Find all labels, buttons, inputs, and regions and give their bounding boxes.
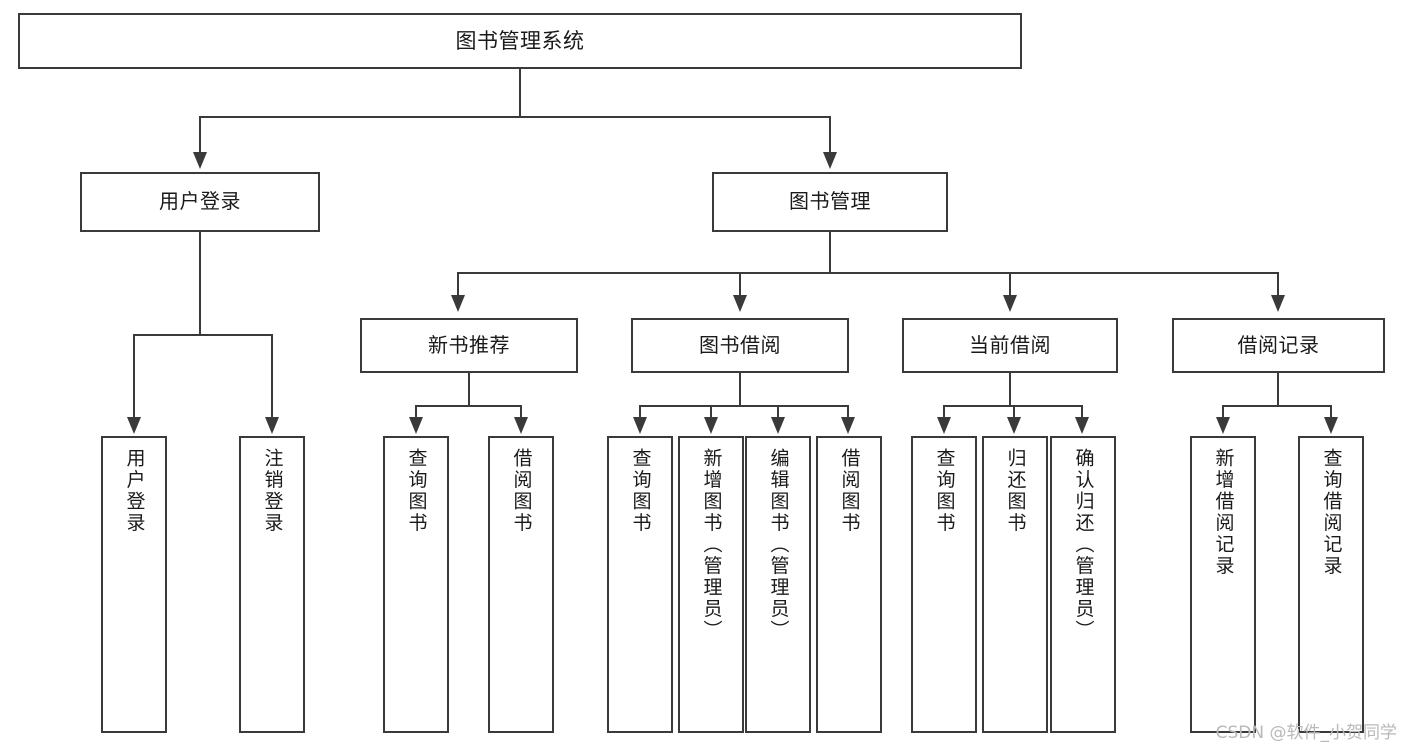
leaf-current-borrow-1[interactable]: 归还图书 <box>982 436 1048 733</box>
leaf-current-borrow-0[interactable]: 查询图书 <box>911 436 977 733</box>
node-root-system[interactable]: 图书管理系统 <box>18 13 1022 69</box>
node-label: 新书推荐 <box>428 332 510 357</box>
arrow-book-manage-to-l3-2 <box>1003 295 1017 312</box>
edge-current-borrow-to-leaf-0 <box>943 405 945 419</box>
edge-book-manage-bar <box>457 272 1279 274</box>
node-label: 新增图书（管理员） <box>700 448 723 642</box>
edge-new-book-bar <box>415 405 522 407</box>
edge-root-to-user-login <box>199 116 201 154</box>
node-user-login[interactable]: 用户登录 <box>80 172 320 232</box>
node-label: 当前借阅 <box>969 332 1051 357</box>
edge-new-book-stem <box>468 373 470 406</box>
edge-current-borrow-to-leaf-1 <box>1013 405 1015 419</box>
arrow-book-borrow-to-leaf-0 <box>633 417 647 434</box>
leaf-book-borrow-3[interactable]: 借阅图书 <box>816 436 882 733</box>
arrow-new-book-to-leaf-1 <box>514 417 528 434</box>
edge-borrow-record-to-leaf-0 <box>1222 405 1224 419</box>
arrow-current-borrow-to-leaf-2 <box>1075 417 1089 434</box>
arrow-book-manage-to-l3-0 <box>451 295 465 312</box>
edge-new-book-to-leaf-0 <box>415 405 417 419</box>
edge-user-login-stem <box>199 232 201 335</box>
edge-book-manage-to-l3-1 <box>739 272 741 297</box>
node-label: 查询图书 <box>629 448 652 534</box>
node-book-borrow[interactable]: 图书借阅 <box>631 318 849 373</box>
edge-root-to-book-manage <box>829 116 831 154</box>
node-label: 确认归还（管理员） <box>1072 448 1095 642</box>
edge-current-borrow-to-leaf-2 <box>1081 405 1083 419</box>
arrow-user-login-to-leaf-1 <box>265 417 279 434</box>
arrow-book-borrow-to-leaf-2 <box>771 417 785 434</box>
node-label: 借阅图书 <box>838 448 861 534</box>
arrow-current-borrow-to-leaf-0 <box>937 417 951 434</box>
leaf-new-book-0[interactable]: 查询图书 <box>383 436 449 733</box>
edge-current-borrow-stem <box>1009 373 1011 406</box>
node-label: 新增借阅记录 <box>1212 448 1235 577</box>
arrow-user-login-to-leaf-0 <box>127 417 141 434</box>
edge-book-manage-stem <box>829 232 831 273</box>
arrow-root-to-user-login <box>193 152 207 169</box>
edge-user-login-to-leaf-1 <box>271 334 273 419</box>
edge-book-borrow-to-leaf-0 <box>639 405 641 419</box>
edge-borrow-record-to-leaf-1 <box>1330 405 1332 419</box>
node-label: 查询图书 <box>405 448 428 534</box>
arrow-book-manage-to-l3-3 <box>1271 295 1285 312</box>
edge-borrow-record-stem <box>1277 373 1279 406</box>
leaf-new-book-1[interactable]: 借阅图书 <box>488 436 554 733</box>
leaf-book-borrow-1[interactable]: 新增图书（管理员） <box>678 436 744 733</box>
leaf-current-borrow-2[interactable]: 确认归还（管理员） <box>1050 436 1116 733</box>
edge-book-borrow-to-leaf-3 <box>847 405 849 419</box>
node-label: 注销登录 <box>261 448 284 534</box>
edge-book-borrow-bar <box>639 405 849 407</box>
arrow-borrow-record-to-leaf-1 <box>1324 417 1338 434</box>
arrow-book-borrow-to-leaf-3 <box>841 417 855 434</box>
edge-book-manage-to-l3-2 <box>1009 272 1011 297</box>
edge-book-manage-to-l3-3 <box>1277 272 1279 297</box>
arrow-book-manage-to-l3-1 <box>733 295 747 312</box>
leaf-user-login-0[interactable]: 用户登录 <box>101 436 167 733</box>
leaf-book-borrow-0[interactable]: 查询图书 <box>607 436 673 733</box>
node-new-book-recommend[interactable]: 新书推荐 <box>360 318 578 373</box>
node-label: 用户登录 <box>123 448 146 534</box>
leaf-borrow-record-0[interactable]: 新增借阅记录 <box>1190 436 1256 733</box>
edge-root-bar <box>199 116 831 118</box>
node-borrow-record[interactable]: 借阅记录 <box>1172 318 1385 373</box>
leaf-user-login-1[interactable]: 注销登录 <box>239 436 305 733</box>
node-label: 用户登录 <box>159 189 241 214</box>
node-label: 图书管理 <box>789 189 871 214</box>
node-current-borrow[interactable]: 当前借阅 <box>902 318 1118 373</box>
edge-book-borrow-to-leaf-1 <box>710 405 712 419</box>
edge-new-book-to-leaf-1 <box>520 405 522 419</box>
arrow-borrow-record-to-leaf-0 <box>1216 417 1230 434</box>
edge-borrow-record-bar <box>1222 405 1332 407</box>
node-label: 图书借阅 <box>699 332 781 357</box>
watermark-text: CSDN @软件_小贺同学 <box>1215 723 1397 743</box>
node-label: 查询图书 <box>933 448 956 534</box>
arrow-current-borrow-to-leaf-1 <box>1007 417 1021 434</box>
node-label: 归还图书 <box>1004 448 1027 534</box>
edge-root-stem <box>519 69 521 117</box>
node-label: 查询借阅记录 <box>1320 448 1343 577</box>
leaf-book-borrow-2[interactable]: 编辑图书（管理员） <box>745 436 811 733</box>
node-label: 借阅记录 <box>1237 332 1320 357</box>
leaf-borrow-record-1[interactable]: 查询借阅记录 <box>1298 436 1364 733</box>
edge-user-login-to-leaf-0 <box>133 334 135 419</box>
edge-book-borrow-to-leaf-2 <box>777 405 779 419</box>
node-label: 编辑图书（管理员） <box>767 448 790 642</box>
arrow-root-to-book-manage <box>823 152 837 169</box>
edge-book-manage-to-l3-0 <box>457 272 459 297</box>
node-label: 借阅图书 <box>510 448 533 534</box>
node-label: 图书管理系统 <box>455 28 585 53</box>
edge-book-borrow-stem <box>739 373 741 406</box>
edge-user-login-bar <box>133 334 273 336</box>
arrow-new-book-to-leaf-0 <box>409 417 423 434</box>
node-book-manage[interactable]: 图书管理 <box>712 172 948 232</box>
arrow-book-borrow-to-leaf-1 <box>704 417 718 434</box>
